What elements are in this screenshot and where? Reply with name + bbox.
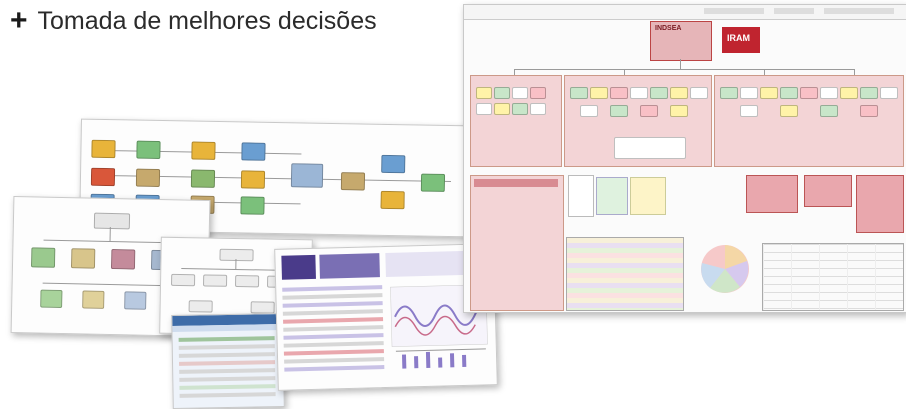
badge-text: IRAM xyxy=(727,33,750,43)
org-chart-sheet: INDSEA IRAM xyxy=(463,4,906,313)
process-icon xyxy=(90,167,116,187)
matrix-table xyxy=(470,175,564,311)
flow-icon xyxy=(110,249,136,270)
org-logo: INDSEA xyxy=(650,21,712,61)
badge: IRAM xyxy=(722,27,760,53)
headline-text: Tomada de melhores decisões xyxy=(37,6,377,35)
process-icon xyxy=(91,139,116,159)
flow-icon xyxy=(30,247,56,268)
spreadsheet-sheet xyxy=(171,313,285,409)
logo-text: INDSEA xyxy=(655,25,682,32)
indicators-grid xyxy=(762,243,904,311)
headline: + Tomada de melhores decisões xyxy=(10,4,377,38)
flow-icon xyxy=(70,248,96,269)
plus-icon: + xyxy=(10,4,28,37)
priority-table xyxy=(566,237,684,311)
pie-chart-icon xyxy=(701,245,749,293)
